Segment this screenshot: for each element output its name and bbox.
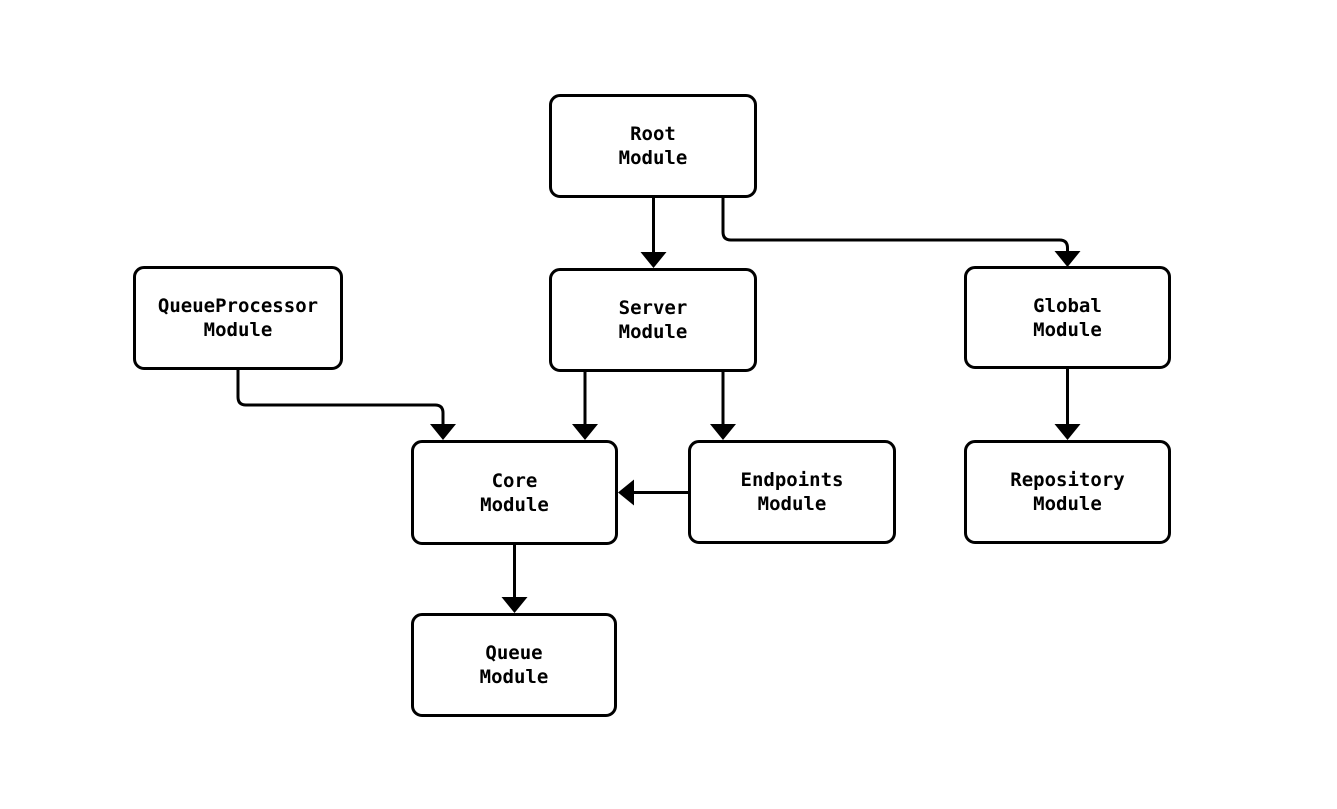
node-global-module-label: Global Module <box>1033 294 1102 341</box>
node-core-module: Core Module <box>411 440 618 545</box>
edge-server-to-core <box>572 372 598 440</box>
node-core-module-label: Core Module <box>480 469 549 516</box>
arrowhead-icon <box>618 479 634 506</box>
node-queue-module: Queue Module <box>411 613 617 717</box>
node-root-module-label: Root Module <box>618 123 688 169</box>
arrowhead-icon <box>640 252 667 268</box>
arrowhead-icon <box>710 424 736 440</box>
node-server-module-label: Server Module <box>618 297 688 343</box>
arrowhead-icon <box>501 597 528 613</box>
edge-queueprocessor-to-core <box>236 370 456 440</box>
node-queue-module-label: Queue Module <box>479 642 549 688</box>
node-global-module: Global Module <box>964 266 1171 369</box>
node-queueprocessor-module-label: QueueProcessor Module <box>157 295 319 341</box>
edge-server-to-endpoints <box>710 372 736 440</box>
node-endpoints-module-label: Endpoints Module <box>740 469 844 515</box>
edge-root-to-server <box>640 198 667 268</box>
edge-endpoints-to-core <box>618 479 688 506</box>
edge-global-to-repository <box>1054 369 1081 440</box>
edge-root-to-global <box>721 198 1081 267</box>
node-queueprocessor-module: QueueProcessor Module <box>133 266 343 370</box>
node-repository-module-label: Repository Module <box>1010 469 1125 515</box>
node-endpoints-module: Endpoints Module <box>688 440 896 544</box>
arrowhead-icon <box>1054 424 1081 440</box>
node-repository-module: Repository Module <box>964 440 1171 544</box>
node-root-module: Root Module <box>549 94 757 198</box>
arrowhead-icon <box>1054 251 1081 267</box>
node-server-module: Server Module <box>549 268 757 372</box>
edge-core-to-queue <box>501 545 528 613</box>
arrowhead-icon <box>572 424 598 440</box>
arrowhead-icon <box>430 424 456 440</box>
